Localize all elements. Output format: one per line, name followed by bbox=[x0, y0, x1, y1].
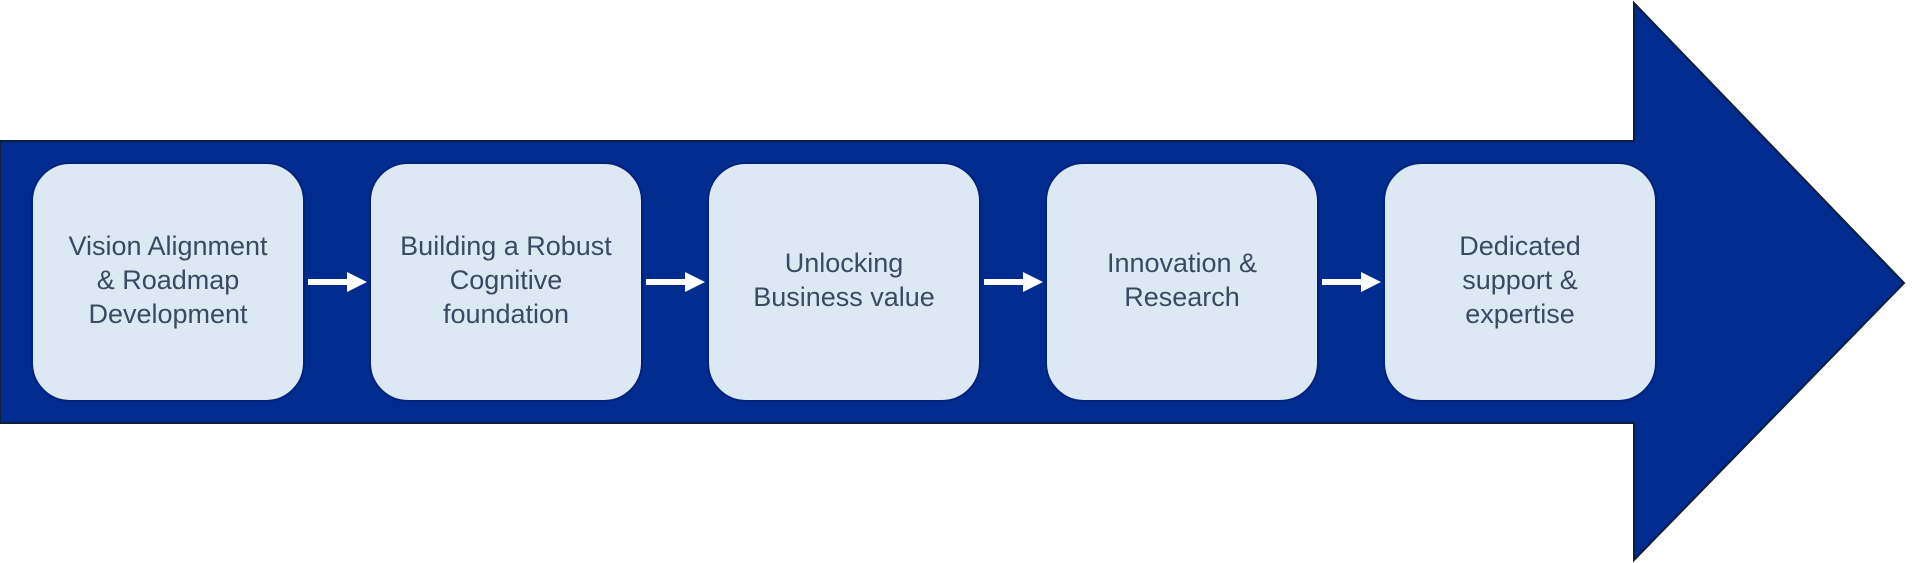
process-step-label-line: Business value bbox=[753, 282, 935, 312]
process-step-box bbox=[1383, 162, 1657, 402]
process-step-label-line: foundation bbox=[443, 299, 569, 329]
process-step-label-line: support & bbox=[1462, 265, 1578, 295]
process-step-5: Dedicated support & expertise bbox=[1383, 162, 1657, 402]
process-step-4: Innovation & Research bbox=[1045, 162, 1319, 402]
process-step-box bbox=[707, 162, 981, 402]
process-step-label-line: Building a Robust bbox=[400, 231, 612, 261]
process-step-label-line: expertise bbox=[1465, 299, 1575, 329]
process-step-box bbox=[31, 162, 305, 402]
process-step-label-line: Vision Alignment bbox=[68, 231, 268, 261]
connector-arrow bbox=[646, 272, 705, 292]
process-step-label-line: Dedicated bbox=[1459, 231, 1581, 261]
process-step-label-line: Cognitive bbox=[450, 265, 563, 295]
connector-arrow bbox=[1322, 272, 1381, 292]
process-step-box bbox=[369, 162, 643, 402]
process-step-label-line: Research bbox=[1124, 282, 1240, 312]
connector-arrow bbox=[984, 272, 1043, 292]
process-step-label-line: Development bbox=[88, 299, 248, 329]
connector-arrow bbox=[308, 272, 367, 292]
process-step-label: Dedicated support & expertise bbox=[1459, 231, 1581, 329]
process-step-label-line: & Roadmap bbox=[97, 265, 240, 295]
connector-arrows bbox=[308, 272, 1381, 292]
process-step-label: Innovation & Research bbox=[1107, 248, 1257, 312]
process-step-label-line: Innovation & bbox=[1107, 248, 1257, 278]
process-step-box bbox=[1045, 162, 1319, 402]
process-step-label-line: Unlocking bbox=[785, 248, 904, 278]
